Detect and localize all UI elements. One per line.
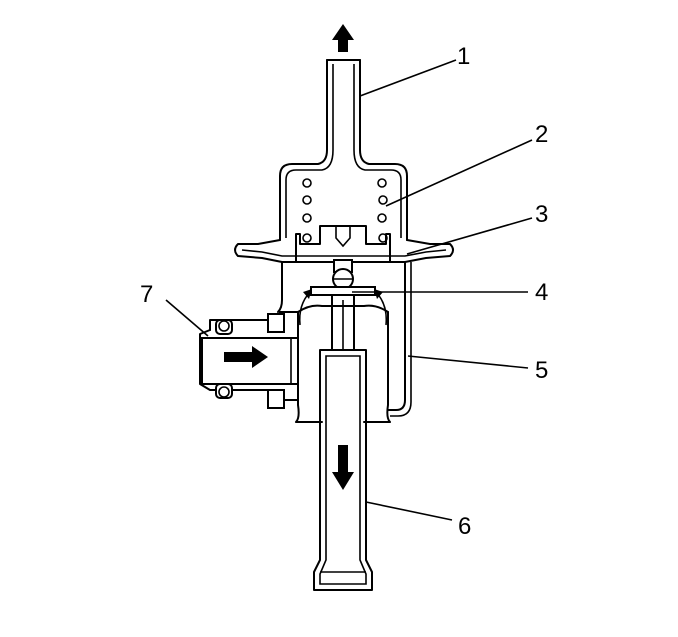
leader-1 <box>359 59 457 97</box>
leader-3 <box>406 217 533 255</box>
leader-7 <box>165 299 209 337</box>
leader-6 <box>365 501 453 521</box>
down-arrow-icon <box>332 445 354 490</box>
up-arrow-icon <box>332 24 354 52</box>
callout-6: 6 <box>458 513 471 540</box>
valve-retainer <box>295 225 391 263</box>
ball-valve <box>310 259 376 296</box>
right-arrow-icon <box>224 346 268 368</box>
callout-2: 2 <box>535 121 548 148</box>
leader-5 <box>407 355 529 369</box>
spring-coils <box>302 178 388 243</box>
callout-labels: 1 2 3 4 5 6 7 <box>140 43 548 540</box>
callout-7: 7 <box>140 281 153 308</box>
leader-2 <box>385 139 533 207</box>
callout-4: 4 <box>535 279 548 306</box>
callout-3: 3 <box>535 201 548 228</box>
outlet-tube <box>279 59 408 241</box>
return-tube <box>313 349 373 591</box>
callout-5: 5 <box>535 357 548 384</box>
callout-1: 1 <box>457 43 470 70</box>
valve-stem <box>331 294 355 351</box>
leader-lines <box>165 59 533 521</box>
